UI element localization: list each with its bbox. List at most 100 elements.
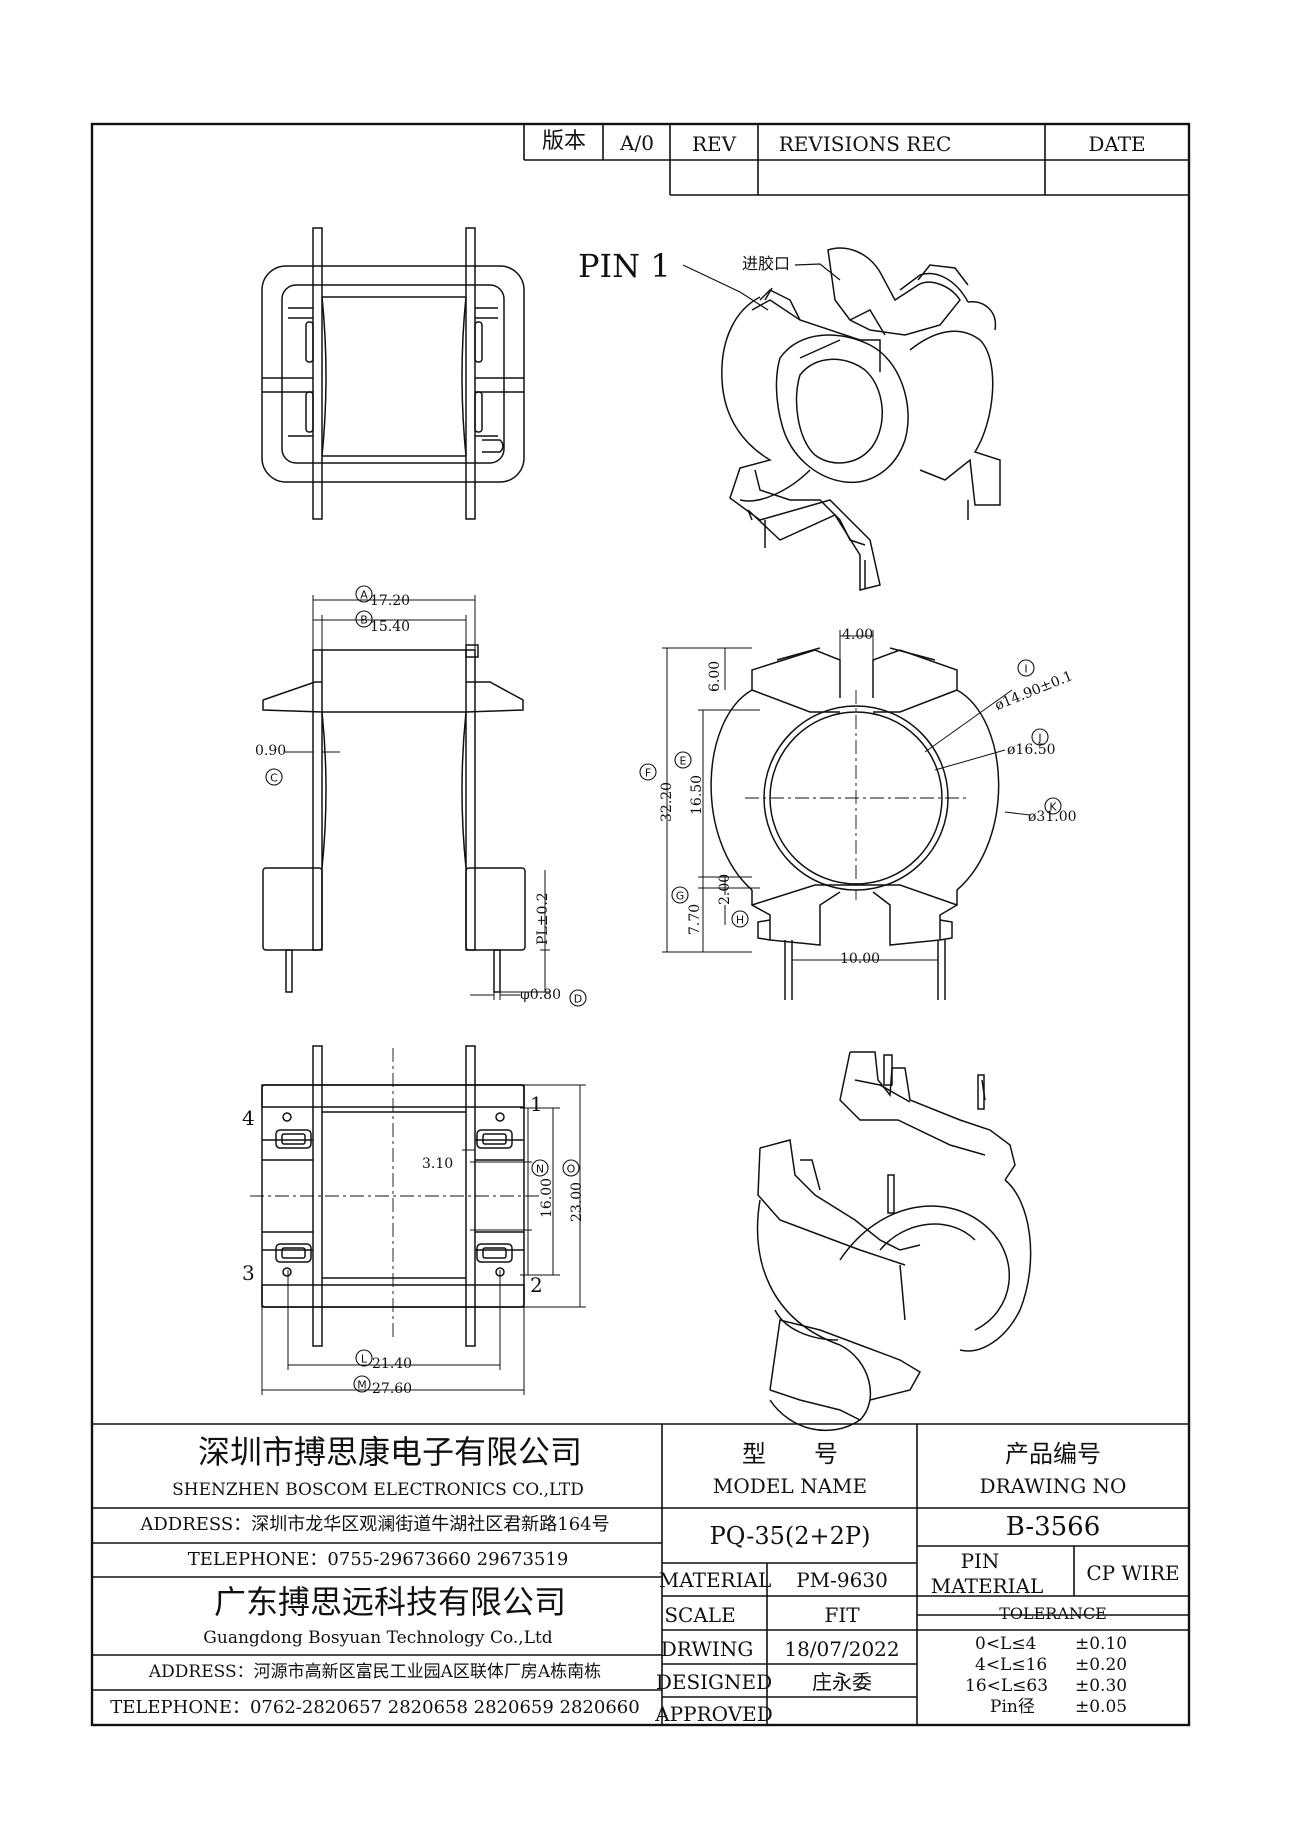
isometric-view-top [721, 247, 1001, 591]
company1-name-en: SHENZHEN BOSCOM ELECTRONICS CO.,LTD [172, 1480, 584, 1500]
bottom-view [261, 1045, 525, 1347]
outer-frame [90, 122, 1191, 1727]
isometric-view-bottom [756, 1051, 1032, 1432]
side-view-top [261, 227, 525, 520]
svg-text:G: G [676, 890, 685, 903]
svg-text:D: D [574, 993, 582, 1006]
dimension-circle-g: G [671, 886, 689, 904]
model-value: PQ-35(2+2P) [709, 1522, 871, 1550]
version-value: A/0 [620, 131, 654, 155]
dim-c-value: 0.90 [255, 743, 287, 759]
dim-g-value: 7.70 [687, 903, 703, 935]
tolerance-range-1: 0<L≤4 [975, 1634, 1037, 1654]
drawing-date-value: 18/07/2022 [784, 1637, 900, 1661]
pin-material-label-2: MATERIAL [930, 1574, 1044, 1598]
pin-material-label-1: PIN [960, 1549, 1000, 1573]
company2-name-en: Guangdong Bosyuan Technology Co.,Ltd [203, 1628, 553, 1648]
revisions-label: REVISIONS REC [778, 132, 952, 156]
designed-label: DESIGNED [655, 1670, 773, 1694]
telephone2: TELEPHONE：0762-2820657 2820658 2820659 2… [110, 1697, 640, 1718]
bottom-view-dims [261, 1084, 586, 1395]
drawing-value: B-3566 [1005, 1512, 1101, 1542]
dim-n-value: 16.00 [539, 1177, 555, 1218]
svg-text:N: N [536, 1163, 544, 1176]
dim-b-value: 15.40 [370, 619, 411, 635]
version-label: 版本 [541, 129, 587, 154]
tolerance-value-1: ±0.10 [1075, 1634, 1128, 1654]
model-label-en: MODEL NAME [712, 1474, 868, 1498]
dim-h-value: 2.00 [717, 873, 733, 905]
pin-number-2: 2 [530, 1273, 543, 1297]
title-block-grid [92, 1423, 1189, 1725]
dim-f-value: 32.20 [659, 781, 675, 822]
svg-text:E: E [680, 755, 687, 768]
dim-width-top: 4.00 [842, 627, 874, 643]
tolerance-range-3: 16<L≤63 [965, 1676, 1049, 1696]
scale-label: SCALE [664, 1603, 736, 1627]
rev-label: REV [691, 132, 737, 156]
svg-text:L: L [361, 1353, 368, 1366]
dim-e-value: 16.50 [689, 774, 705, 815]
tolerance-range-2: 4<L≤16 [975, 1655, 1048, 1675]
dim-j-value: ø16.50 [1007, 742, 1056, 758]
tolerance-label: TOLERANCE [999, 1604, 1107, 1623]
svg-text:I: I [1024, 663, 1027, 676]
tolerance-value-4: ±0.05 [1075, 1697, 1128, 1717]
drawing-label-en: DRAWING NO [979, 1474, 1127, 1498]
pin-number-4: 4 [242, 1106, 255, 1130]
company1-name-cn: 深圳市搏思康电子有限公司 [197, 1433, 583, 1471]
revision-block [523, 124, 1189, 196]
telephone1: TELEPHONE：0755-29673660 29673519 [187, 1549, 569, 1570]
address1: ADDRESS：深圳市龙华区观澜街道牛湖社区君新路164号 [140, 1514, 610, 1535]
dim-l-value: 21.40 [372, 1356, 413, 1372]
pin1-leader [682, 263, 841, 311]
dimension-circle-b: B [355, 610, 373, 628]
svg-text:F: F [645, 767, 651, 780]
front-view [262, 644, 526, 993]
model-label-cn: 型 号 [742, 1440, 838, 1468]
company2-name-cn: 广东搏思远科技有限公司 [213, 1583, 567, 1621]
material-value: PM-9630 [796, 1568, 888, 1592]
end-view [710, 647, 1000, 1000]
svg-text:M: M [357, 1379, 367, 1392]
scale-value: FIT [824, 1603, 860, 1627]
dim-m-value: 27.60 [372, 1381, 413, 1397]
material-label: MATERIAL [658, 1568, 772, 1592]
dim-pl-value: PL±0.2 [535, 892, 551, 945]
svg-text:C: C [270, 772, 278, 785]
dimension-circle-d: D [569, 989, 587, 1007]
dimension-circle-n: N [531, 1159, 549, 1177]
dim-slot: 3.10 [422, 1156, 454, 1172]
approved-label: APPROVED [655, 1702, 773, 1726]
bottom-view-centerlines [250, 1048, 540, 1340]
dim-o-value: 23.00 [569, 1181, 585, 1222]
dim-d-value: φ0.80 [520, 987, 561, 1003]
svg-text:B: B [360, 614, 368, 627]
svg-text:O: O [567, 1163, 576, 1176]
pin-material-value: CP WIRE [1086, 1561, 1180, 1585]
designed-value: 庄永委 [812, 1670, 872, 1694]
tolerance-range-4: Pin径 [990, 1697, 1035, 1717]
dim-pin-span: 10.00 [840, 951, 881, 967]
dimension-circle-j: J [1031, 728, 1049, 746]
end-view-dims [662, 630, 1031, 970]
dimension-circle-i: I [1017, 659, 1035, 677]
dimension-circle-c: C [265, 768, 283, 786]
tolerance-value-2: ±0.20 [1075, 1655, 1128, 1675]
dimension-circle-m: M [353, 1375, 371, 1393]
gate-label: 进胶口 [742, 254, 791, 273]
pin1-label: PIN 1 [578, 247, 671, 285]
dimension-circle-l: L [355, 1349, 373, 1367]
dimension-circle-o: O [562, 1159, 580, 1177]
tolerance-value-3: ±0.30 [1075, 1676, 1128, 1696]
address2: ADDRESS：河源市高新区富民工业园A区联体厂房A栋南栋 [148, 1662, 602, 1682]
pin-number-1: 1 [530, 1092, 543, 1116]
dim-height-top: 6.00 [707, 660, 723, 692]
dimension-circle-e: E [674, 751, 692, 769]
dim-k-value: ø31.00 [1028, 809, 1077, 825]
svg-text:J: J [1037, 732, 1041, 745]
dimension-circle-k: K [1044, 797, 1062, 815]
drawing-date-label: DRWING [660, 1637, 754, 1661]
